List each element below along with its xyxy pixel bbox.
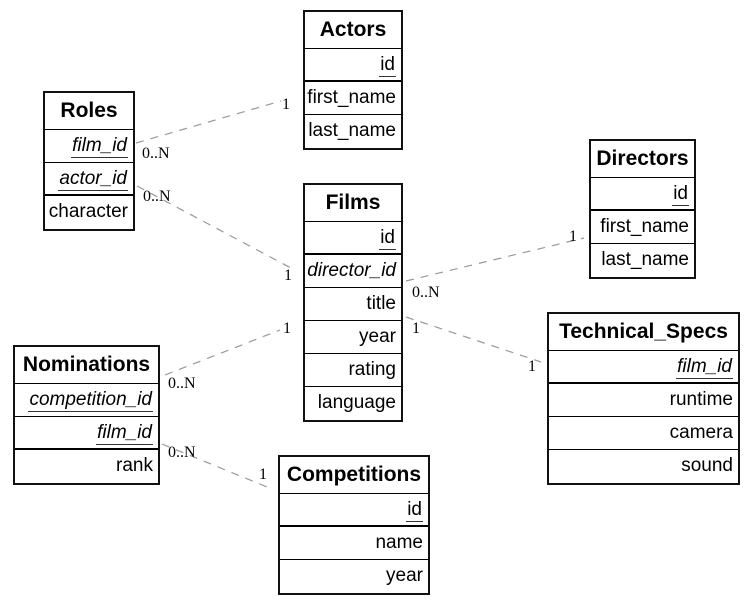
entity-title: Technical_Specs	[549, 314, 738, 351]
cardinality-label: 1	[282, 96, 290, 113]
column-row: rank	[15, 450, 158, 483]
column-name: film_id	[96, 422, 153, 445]
cardinality-label: 0..N	[168, 444, 196, 461]
column-name: actor_id	[58, 168, 128, 191]
cardinality-label: 0..N	[412, 284, 440, 301]
relation-line-films-technical-specs	[405, 316, 542, 363]
column-row: film_id	[45, 130, 133, 163]
column-row: title	[305, 288, 401, 321]
column-row: last_name	[305, 115, 401, 148]
column-name: language	[317, 392, 396, 413]
column-row: id	[591, 178, 694, 211]
entity-title: Actors	[305, 12, 401, 49]
cardinality-label: 1	[283, 320, 291, 337]
column-row: film_id	[549, 351, 738, 384]
column-row: year	[280, 560, 428, 593]
entity-title: Directors	[591, 141, 694, 178]
column-name: first_name	[600, 216, 689, 237]
column-row: film_id	[15, 417, 158, 450]
column-row: character	[45, 196, 133, 229]
entity-title: Competitions	[280, 457, 428, 494]
column-row: camera	[549, 417, 738, 450]
entity-table-competitions[interactable]: Competitions id name year	[278, 455, 430, 595]
column-row: runtime	[549, 384, 738, 417]
entity-title: Roles	[45, 93, 133, 130]
column-row: last_name	[591, 244, 694, 277]
column-row: rating	[305, 354, 401, 387]
column-name: title	[366, 293, 396, 314]
column-row: id	[305, 49, 401, 82]
column-name: competition_id	[28, 389, 153, 412]
cardinality-label: 0..N	[143, 188, 171, 205]
column-row: sound	[549, 450, 738, 483]
cardinality-label: 0..N	[142, 145, 170, 162]
entity-table-directors[interactable]: Directors id first_name last_name	[589, 139, 696, 279]
column-name: film_id	[676, 356, 733, 379]
column-name: id	[406, 499, 423, 522]
column-row: director_id	[305, 255, 401, 288]
column-row: first_name	[305, 82, 401, 115]
column-name: id	[379, 227, 396, 250]
cardinality-label: 1	[569, 228, 577, 245]
relation-line-nominations-films	[164, 329, 281, 376]
column-name: name	[375, 532, 423, 553]
cardinality-label: 1	[284, 267, 292, 284]
cardinality-label: 0..N	[168, 375, 196, 392]
entity-table-roles[interactable]: Roles film_id actor_id character	[43, 91, 135, 231]
entity-title: Nominations	[15, 347, 158, 384]
column-name: id	[379, 54, 396, 77]
column-row: year	[305, 321, 401, 354]
column-name: sound	[681, 455, 733, 476]
relation-line-roles-actors	[135, 100, 282, 144]
column-row: first_name	[591, 211, 694, 244]
column-name: rank	[116, 455, 153, 476]
column-name: id	[672, 183, 689, 206]
column-row: name	[280, 527, 428, 560]
entity-table-actors[interactable]: Actors id first_name last_name	[303, 10, 403, 150]
column-name: runtime	[669, 389, 733, 410]
column-name: director_id	[307, 260, 396, 281]
column-row: id	[280, 494, 428, 527]
relation-line-nominations-competitions	[161, 443, 273, 490]
entity-title: Films	[305, 185, 401, 222]
column-name: year	[386, 565, 423, 586]
column-row: competition_id	[15, 384, 158, 417]
column-row: id	[305, 222, 401, 255]
column-row: actor_id	[45, 163, 133, 196]
column-name: last_name	[601, 249, 689, 270]
column-name: first_name	[307, 87, 396, 108]
column-name: rating	[348, 359, 396, 380]
column-name: last_name	[308, 120, 396, 141]
column-name: camera	[669, 422, 733, 443]
cardinality-label: 1	[528, 358, 536, 375]
cardinality-label: 1	[412, 320, 420, 337]
relation-line-films-directors	[405, 237, 585, 282]
column-row: language	[305, 387, 401, 420]
column-name: film_id	[71, 135, 128, 158]
column-name: year	[359, 326, 396, 347]
column-name: character	[48, 201, 128, 222]
cardinality-label: 1	[259, 466, 267, 483]
